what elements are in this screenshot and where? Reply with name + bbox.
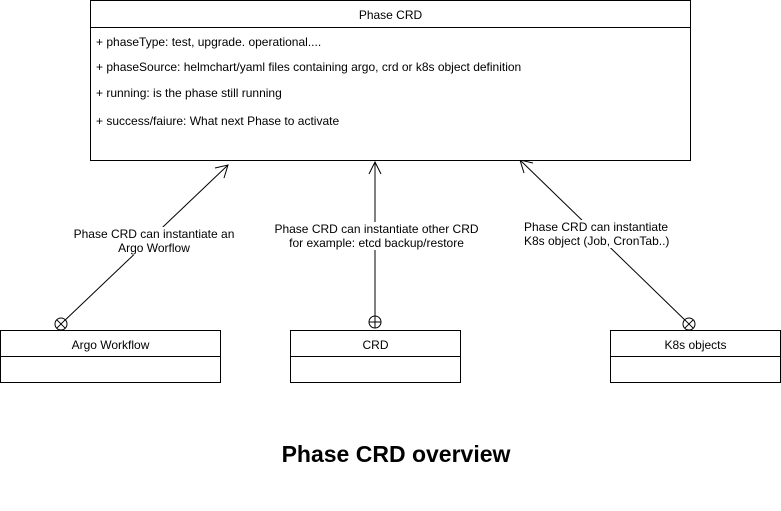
k8s-objects-class-title: K8s objects (664, 338, 727, 352)
k8s-objects-class-box[interactable]: K8s objects (610, 330, 781, 383)
crd-class-box[interactable]: CRD (290, 330, 461, 383)
phase-crd-class-box[interactable]: Phase CRD + phaseType: test, upgrade. op… (90, 0, 691, 161)
attribute-success-failure: + success/faiure: What next Phase to act… (96, 114, 340, 128)
phase-crd-class-divider (91, 27, 690, 28)
attribute-running: + running: is the phase still running (96, 86, 282, 100)
phase-crd-class-title: Phase CRD (358, 8, 423, 22)
attribute-phase-source: + phaseSource: helmchart/yaml files cont… (96, 60, 522, 74)
argo-workflow-class-divider (1, 356, 220, 357)
edge-k8s-label-line: K8s object (Job, CronTab..) (524, 234, 670, 248)
edge-crd-arrowhead (368, 160, 382, 175)
edge-crd-label-line: for example: etcd backup/restore (289, 236, 464, 250)
crd-class-divider (291, 356, 460, 357)
k8s-objects-class-divider (611, 356, 780, 357)
diagram-caption: Phase CRD overview (281, 441, 511, 467)
crd-class-title: CRD (362, 338, 389, 352)
edge-argo-label: Phase CRD can instantiate an Argo Worflo… (70, 227, 238, 255)
argo-workflow-class-box[interactable]: Argo Workflow (0, 330, 221, 383)
argo-workflow-class-title: Argo Workflow (71, 338, 150, 352)
edge-crd-label-line: Phase CRD can instantiate other CRD (274, 222, 479, 236)
attribute-phase-type: + phaseType: test, upgrade. operational.… (96, 35, 322, 49)
edge-argo-label-line: Phase CRD can instantiate an (73, 227, 235, 241)
edge-argo-label-line: Argo Worflow (118, 241, 190, 255)
edge-crd-label: Phase CRD can instantiate other CRD for … (271, 222, 482, 250)
edge-k8s-label-line: Phase CRD can instantiate (524, 220, 669, 234)
edge-argo-arrowhead (214, 164, 229, 179)
edge-k8s-label: Phase CRD can instantiate K8s object (Jo… (524, 220, 676, 248)
